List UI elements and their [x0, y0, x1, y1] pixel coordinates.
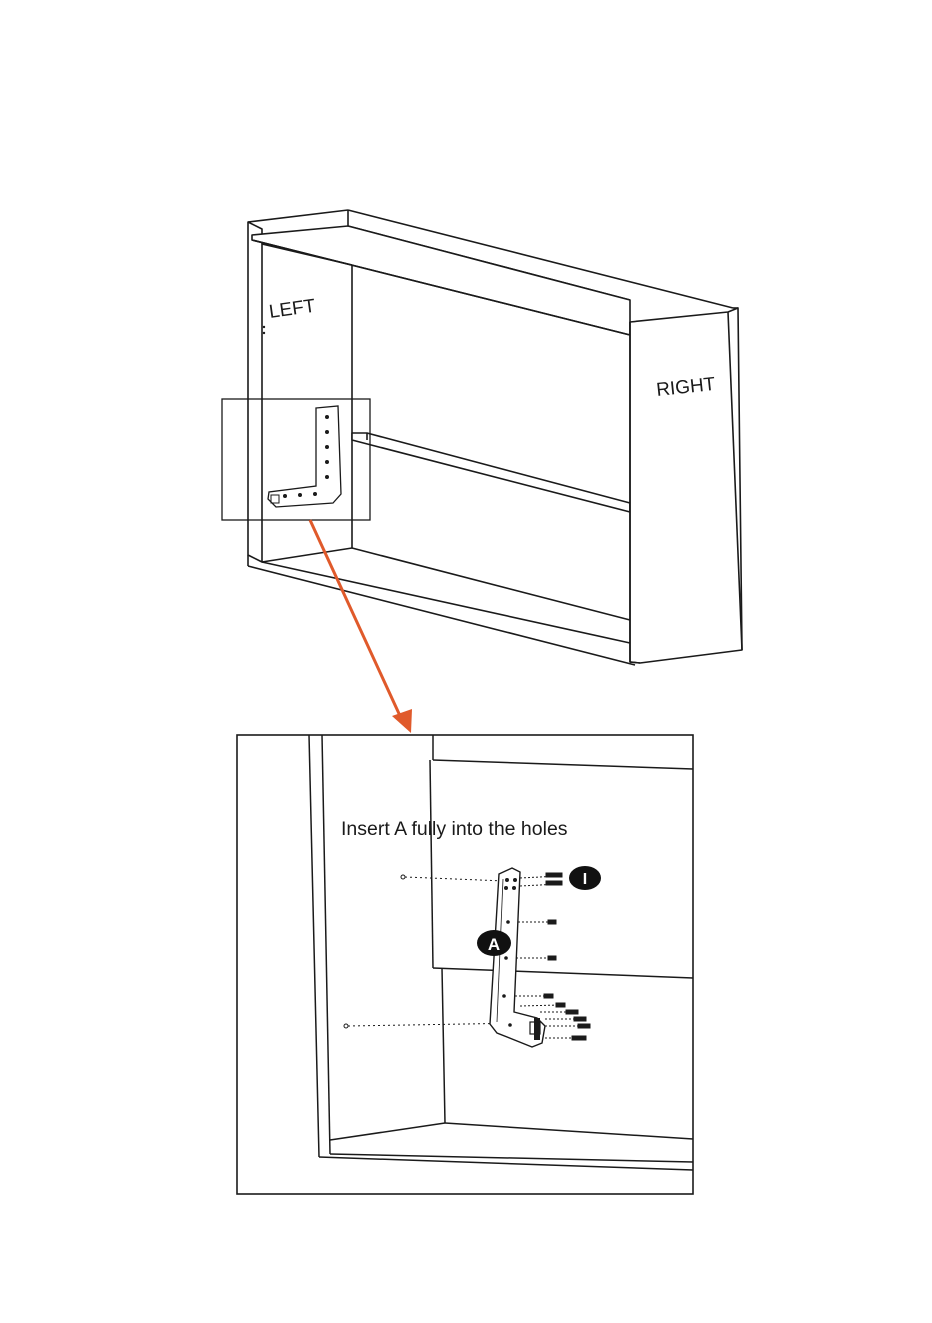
callout-part-a-label: A	[488, 935, 500, 954]
left-side-panel	[248, 222, 262, 562]
right-side-panel	[630, 308, 742, 663]
instruction-text: Insert A fully into the holes	[341, 818, 568, 840]
callout-part-i-label: I	[583, 871, 587, 888]
pilot-hole	[263, 332, 265, 334]
top-panel	[252, 226, 630, 335]
cabinet-hole-lower	[344, 1024, 348, 1028]
pilot-hole	[263, 326, 265, 328]
cabinet-hole-upper	[401, 875, 405, 879]
callout-part-i: I	[569, 866, 601, 890]
l-bracket-small	[268, 406, 341, 507]
zoom-arrow	[310, 520, 412, 733]
left-panel-label: LEFT	[268, 296, 317, 323]
middle-shelf	[352, 433, 630, 512]
callout-part-a: A	[477, 930, 511, 956]
detail-view-frame	[237, 735, 693, 1194]
